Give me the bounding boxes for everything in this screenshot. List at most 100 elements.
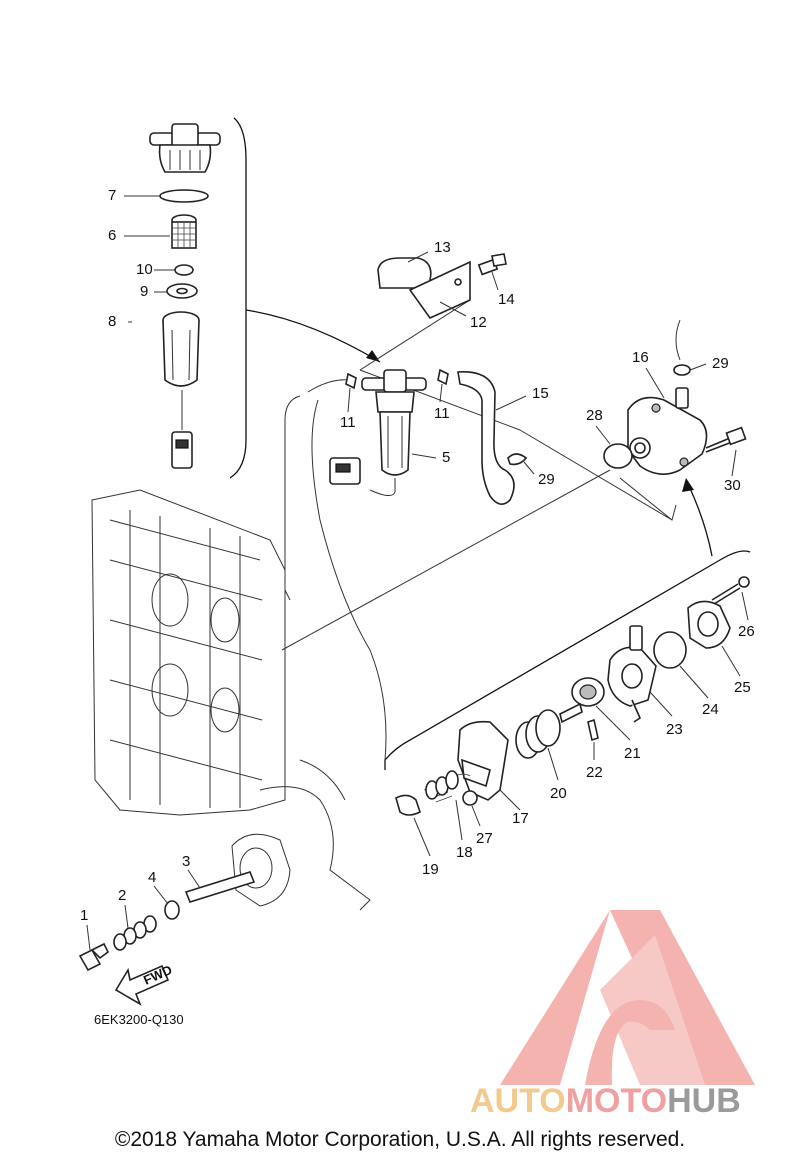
filter-cap-part [149,123,221,173]
gasket-24 [653,631,687,669]
callout-13: 13 [434,239,451,256]
leader-line-21 [595,705,631,741]
leader-line-27 [471,805,481,827]
bracket-upper-left [229,117,247,479]
screw-26 [711,576,750,605]
bolt-30-part [705,426,747,453]
bolt-14-part [477,253,507,276]
pump-cover-23 [607,625,657,723]
nut-part [174,264,194,276]
callout-5: 5 [442,449,450,466]
bracket-lower-right [384,550,751,770]
callout-19: 19 [422,861,439,878]
callout-12: 12 [470,314,487,331]
leader-line-15 [495,395,527,411]
diagram-code: 6EK3200-Q130 [94,1012,184,1027]
shaft-3 [184,871,256,903]
filter-bowl-part [162,311,200,469]
callout-14: 14 [498,291,515,308]
copyright-footer: ©2018 Yamaha Motor Corporation, U.S.A. A… [114,1128,686,1151]
spring-18 [423,770,471,803]
callout-16: 16 [632,349,649,366]
leader-line-29 [689,363,707,371]
callout-11: 11 [340,414,356,431]
washer-4 [164,900,180,920]
leader-line-25 [721,645,741,677]
callout-7: 7 [108,187,116,204]
leader-line-3 [187,869,201,889]
leader-line-23 [649,691,673,717]
clip-29-small [507,453,528,466]
callout-3: 3 [182,853,190,870]
leader-line-11 [347,387,351,413]
callout-17: 17 [512,810,529,827]
callout-24: 24 [702,701,719,718]
leader-line-24 [679,665,709,699]
leader-line-2 [124,904,129,929]
leader-line-29 [523,461,535,475]
leader-line-19 [413,817,431,857]
fuel-hose-routing [284,379,351,601]
o-ring-28-part [603,443,633,469]
hose-clips-11 [345,368,449,390]
fuel-filter-part [329,369,427,496]
callout-9: 9 [140,283,148,300]
callout-23: 23 [666,721,683,738]
filter-element-part [171,214,197,249]
spring-2 [113,915,157,951]
leader-line-30 [731,449,737,477]
leader-line-26 [741,591,749,621]
callout-29: 29 [712,355,729,372]
clip-29-pump [673,364,691,376]
pin-22 [587,718,599,742]
callout-1: 1 [80,907,88,924]
leader-line-5 [411,453,437,459]
leader-line-13 [407,251,429,263]
arrow-to-pump [687,483,713,557]
callout-27: 27 [476,830,493,847]
pump-body-17 [457,720,509,801]
spring-20 [515,709,561,759]
callout-29: 29 [538,471,555,488]
callout-22: 22 [586,764,603,781]
callout-8: 8 [108,313,116,330]
fuel-pump-part [627,319,708,475]
leader-line-17 [499,789,521,811]
leader-line-11 [439,383,443,403]
brand-auto: AUTO [470,1082,566,1120]
callout-26: 26 [738,623,755,640]
callout-20: 20 [550,785,567,802]
callout-10: 10 [136,261,153,278]
callout-11: 11 [434,405,450,422]
callout-25: 25 [734,679,751,696]
cover-plate-25 [687,600,731,649]
leader-line-18 [455,799,463,841]
leader-line-1 [86,924,91,951]
callout-28: 28 [586,407,603,424]
o-ring-part [159,189,209,203]
callout-labels: 1234567891011111213141516171819202122232… [80,187,755,951]
callout-18: 18 [456,844,473,861]
leader-line-28 [595,425,611,445]
brand-moto: MOTO [566,1082,667,1120]
arrow-to-filter [245,309,381,363]
filter-bracket-part [377,257,471,319]
fuel-hose-15 [457,371,515,505]
fwd-arrow: FWD [114,962,174,1006]
cylinder-block [91,489,371,911]
leader-line-4 [153,885,169,905]
nut-27 [462,790,478,806]
callout-15: 15 [532,385,549,402]
automotohub-wordmark: AUTOMOTOHUB [470,1082,741,1120]
brand-hub: HUB [667,1082,741,1120]
plunger-19 [395,794,421,816]
leader-line-20 [547,747,559,781]
leader-line-12 [439,301,467,317]
callout-6: 6 [108,227,116,244]
bowl-ring-part [166,283,198,299]
callout-2: 2 [118,887,126,904]
intake-housing [231,833,291,907]
svg-text:AUTOMOTOHUB: AUTOMOTOHUB [470,1082,741,1120]
plug-1 [78,942,110,972]
